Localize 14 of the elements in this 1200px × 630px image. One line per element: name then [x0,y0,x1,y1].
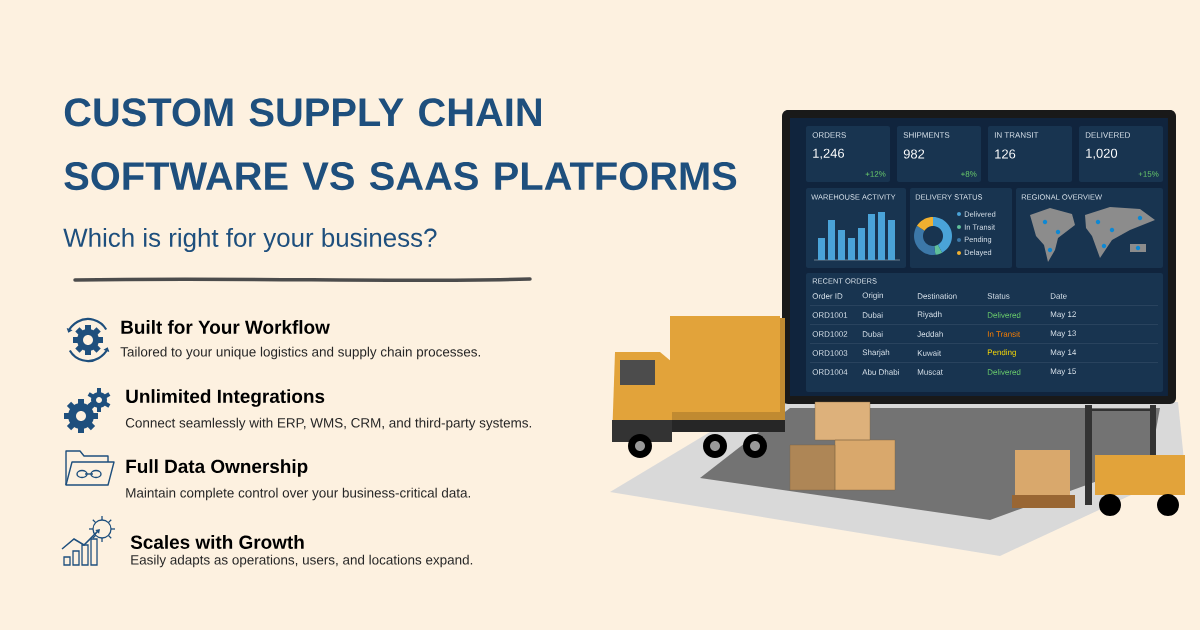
feature-description: Maintain complete control over your business-critical data. [126,487,471,501]
feature-description: Tailored to your unique logistics and supply chain processes. [120,346,480,360]
stat-value: 1,246 [813,148,845,160]
feature-heading: Built for Your Workflow [121,320,330,334]
feature-heading: Unlimited Integrations [126,389,325,407]
feature-description: Connect seamlessly with ERP, WMS, CRM, and third-party systems. [125,417,532,431]
title: CUSTOM SUPPLY CHAIN SOFTWARE VS SAAS PLATFORMS [64,98,737,191]
feature-heading: Full Data Ownership [126,459,308,477]
feature-description: Easily adapts as operations, users, and locations expand. [131,554,473,568]
subtitle: Which is right for your business? [63,227,437,253]
stat-value: 126 [995,149,1016,159]
feature-heading: Scales with Growth [130,535,304,549]
stat-value: 982 [903,149,925,159]
stat-value: 1,020 [1086,148,1118,160]
